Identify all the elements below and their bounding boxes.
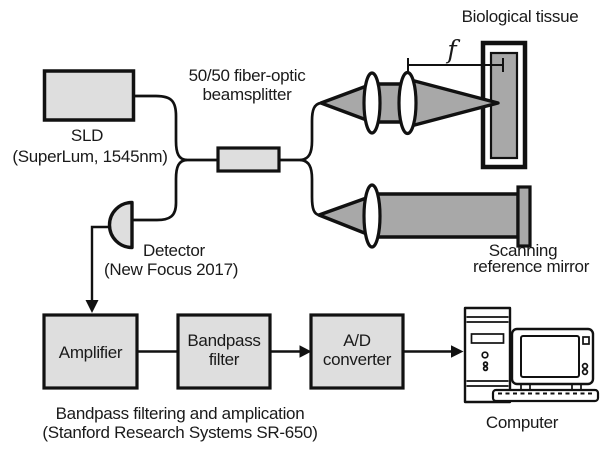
sample-arm-beam	[319, 70, 500, 136]
mirror-label-line1: Scanning	[489, 241, 558, 260]
caption-line1: Bandpass filtering and amplication	[56, 404, 305, 423]
fiber-to-sample-arm	[299, 101, 323, 162]
fiber-to-reference-arm	[299, 158, 321, 217]
monitor-screen	[520, 335, 580, 378]
computer-keyboard	[491, 388, 600, 403]
sample-lens-2-icon	[397, 70, 418, 136]
adc-label-line2: converter	[323, 350, 392, 369]
tissue-label: Biological tissue	[462, 7, 579, 26]
tower-power-button	[481, 351, 489, 359]
reference-arm: Scanning reference mirror	[317, 183, 590, 276]
tower-led-1	[482, 361, 489, 367]
focal-length-label: f	[445, 35, 460, 64]
computer-icon	[463, 306, 600, 404]
detector-detail-label: (New Focus 2017)	[104, 260, 238, 279]
amplifier-label: Amplifier	[59, 343, 123, 362]
focal-length-line	[407, 58, 504, 73]
detector-output-wire	[90, 225, 110, 301]
bandpass-label-line1: Bandpass	[187, 331, 260, 350]
beamsplitter-label-line1: 50/50 fiber-optic	[189, 66, 307, 85]
beamsplitter-label-line2: beamsplitter	[203, 85, 293, 104]
tower-bottom-vents	[466, 380, 509, 387]
reference-beam-collimated	[370, 192, 520, 239]
reference-mirror	[516, 185, 532, 248]
tower-drive-slot	[470, 333, 505, 344]
arrowhead-to-adc	[299, 345, 312, 358]
fiber-sld-to-splitter	[131, 94, 188, 162]
mirror-label-line2: reference mirror	[473, 257, 590, 276]
monitor-button	[582, 336, 590, 345]
fiber-paths	[131, 94, 323, 222]
beamsplitter-box	[216, 146, 281, 173]
arrowhead-to-computer	[451, 345, 464, 358]
detector-label: Detector	[143, 241, 205, 260]
sld-detail-label: (SuperLum, 1545nm)	[12, 147, 167, 166]
detector-icon	[107, 200, 134, 250]
bandpass-label-line2: filter	[209, 350, 240, 369]
sld-box	[42, 69, 136, 122]
tower-led-2	[482, 365, 489, 372]
computer: Computer	[463, 306, 600, 432]
sld-source: SLD (SuperLum, 1545nm)	[12, 69, 168, 166]
processing-chain: Amplifier Bandpass filter A/D converter …	[42, 313, 464, 442]
caption-line2: (Stanford Research Systems SR-650)	[42, 423, 317, 442]
monitor-knob-2	[581, 368, 589, 376]
fiber-splitter-to-detector	[132, 158, 188, 222]
focal-length-marker: f	[407, 35, 504, 73]
bandpass-filter-box	[176, 313, 272, 390]
sample-lens-1-icon	[362, 71, 382, 135]
arrowhead-to-amplifier	[85, 300, 99, 313]
reference-lens-icon	[362, 183, 382, 249]
beamsplitter: 50/50 fiber-optic beamsplitter	[189, 66, 307, 173]
detector: Detector (New Focus 2017)	[85, 200, 238, 313]
adc-label-line1: A/D	[343, 331, 370, 350]
monitor-knob-1	[581, 362, 589, 370]
tower-top-vents	[466, 316, 509, 323]
sld-label: SLD	[71, 126, 103, 145]
biological-tissue: Biological tissue	[462, 7, 579, 170]
computer-label: Computer	[486, 413, 559, 432]
adc-box	[309, 313, 405, 390]
